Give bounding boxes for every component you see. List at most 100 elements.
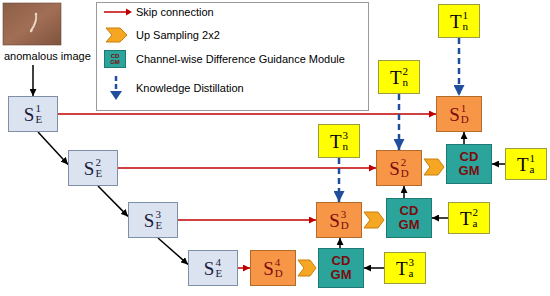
skip-connection xyxy=(178,219,316,221)
index-stack: E3 xyxy=(155,209,162,231)
flow-arrow xyxy=(32,65,34,96)
legend-symbol-text: CD GM xyxy=(110,53,120,65)
teacher-feature: Tn3 xyxy=(318,124,360,158)
subscript: D xyxy=(341,220,349,231)
image-defect-shadow xyxy=(33,15,38,30)
subscript: E xyxy=(95,168,102,179)
node-label: Ta1 xyxy=(517,153,535,175)
index-stack: D1 xyxy=(461,103,469,125)
legend-text: Knowledge Distillation xyxy=(136,81,244,95)
superscript: 3 xyxy=(409,257,415,268)
superscript: 3 xyxy=(343,130,349,141)
symbol-letter: S xyxy=(263,259,274,278)
superscript: 2 xyxy=(95,157,102,168)
encoder-block: SE1 xyxy=(8,96,58,132)
node-label: SE3 xyxy=(144,209,162,231)
index-stack: n2 xyxy=(403,66,409,88)
node-label: CD GM xyxy=(399,204,420,233)
knowledge-distillation-arrow xyxy=(398,94,401,150)
symbol-letter: T xyxy=(460,209,472,228)
node-label: SD3 xyxy=(329,209,349,231)
image-texture xyxy=(3,3,61,45)
symbol-letter: T xyxy=(396,259,408,278)
skip-sample-head xyxy=(126,9,132,16)
index-stack: E2 xyxy=(95,157,102,179)
upsampling-sample xyxy=(106,28,127,42)
index-stack: a1 xyxy=(530,153,536,175)
index-stack: D3 xyxy=(341,209,349,231)
index-stack: a3 xyxy=(409,257,415,279)
decoder-block: SD2 xyxy=(376,150,422,186)
flow-arrow xyxy=(403,186,405,198)
subscript: n xyxy=(403,77,409,88)
teacher-feature: Tn1 xyxy=(438,4,480,38)
subscript: D xyxy=(401,168,409,179)
symbol-letter: S xyxy=(24,105,35,124)
anomalous-image xyxy=(3,3,61,45)
symbol-letter: S xyxy=(84,159,95,178)
flow-arrow xyxy=(158,238,188,264)
superscript: 1 xyxy=(463,10,469,21)
cdgm-module: CD GM xyxy=(386,198,432,238)
index-stack: E4 xyxy=(215,257,222,279)
flow-arrow xyxy=(463,132,465,144)
image-frame xyxy=(3,3,61,45)
superscript: 2 xyxy=(401,157,409,168)
subscript: D xyxy=(461,114,469,125)
node-label: Ta2 xyxy=(460,207,478,229)
symbol-letter: S xyxy=(144,211,155,230)
flow-arrow xyxy=(432,217,448,219)
symbol-letter: S xyxy=(449,105,460,124)
superscript: 2 xyxy=(403,66,409,77)
index-stack: a2 xyxy=(473,207,479,229)
knowledge-distillation-arrow xyxy=(458,38,461,96)
legend-text: Up Sampling 2x2 xyxy=(136,28,220,42)
superscript: 2 xyxy=(473,207,479,218)
teacher-feature: Ta1 xyxy=(505,148,547,180)
subscript: E xyxy=(35,114,42,125)
node-label: SE4 xyxy=(204,257,222,279)
subscript: n xyxy=(343,141,349,152)
subscript: E xyxy=(155,220,162,231)
flow-arrow xyxy=(38,132,68,164)
node-label: CD GM xyxy=(331,254,352,283)
symbol-letter: T xyxy=(330,132,342,151)
index-stack: E1 xyxy=(35,103,42,125)
superscript: 3 xyxy=(341,209,349,220)
symbol-letter: S xyxy=(389,159,400,178)
subscript: D xyxy=(275,268,283,279)
node-label: CD GM xyxy=(459,150,480,179)
superscript: 1 xyxy=(461,103,469,114)
node-label: SE1 xyxy=(24,103,42,125)
encoder-block: SE4 xyxy=(188,250,238,286)
superscript: 4 xyxy=(215,257,222,268)
legend-text: Channel-wise Difference Guidance Module xyxy=(136,52,345,66)
legend-text: Skip connection xyxy=(136,5,214,19)
decoder-block: SD4 xyxy=(250,250,296,286)
encoder-block: SE2 xyxy=(68,150,118,186)
symbol-letter: T xyxy=(517,155,529,174)
superscript: 1 xyxy=(530,153,536,164)
symbol-letter: T xyxy=(450,12,462,31)
node-label: SE2 xyxy=(84,157,102,179)
flow-arrow xyxy=(492,163,505,165)
cdgm-module: CD GM xyxy=(318,248,364,288)
symbol-letter: S xyxy=(329,211,340,230)
cdgm-module: CD GM xyxy=(446,144,492,184)
teacher-feature: Ta3 xyxy=(384,252,426,284)
distillation-sample-head xyxy=(110,91,122,100)
teacher-feature: Tn2 xyxy=(378,60,420,94)
skip-connection xyxy=(58,113,436,115)
encoder-block: SE3 xyxy=(128,202,178,238)
symbol-letter: S xyxy=(204,259,215,278)
flow-arrow xyxy=(98,186,128,216)
symbol-letter: T xyxy=(390,68,402,87)
skip-sample xyxy=(104,11,126,13)
image-caption: anomalous image xyxy=(4,49,91,63)
node-label: Tn3 xyxy=(330,130,348,152)
index-stack: D2 xyxy=(401,157,409,179)
input-image: anomalous image xyxy=(3,3,94,65)
superscript: 4 xyxy=(275,257,283,268)
distillation-sample xyxy=(115,76,118,92)
teacher-feature: Ta2 xyxy=(448,202,490,234)
